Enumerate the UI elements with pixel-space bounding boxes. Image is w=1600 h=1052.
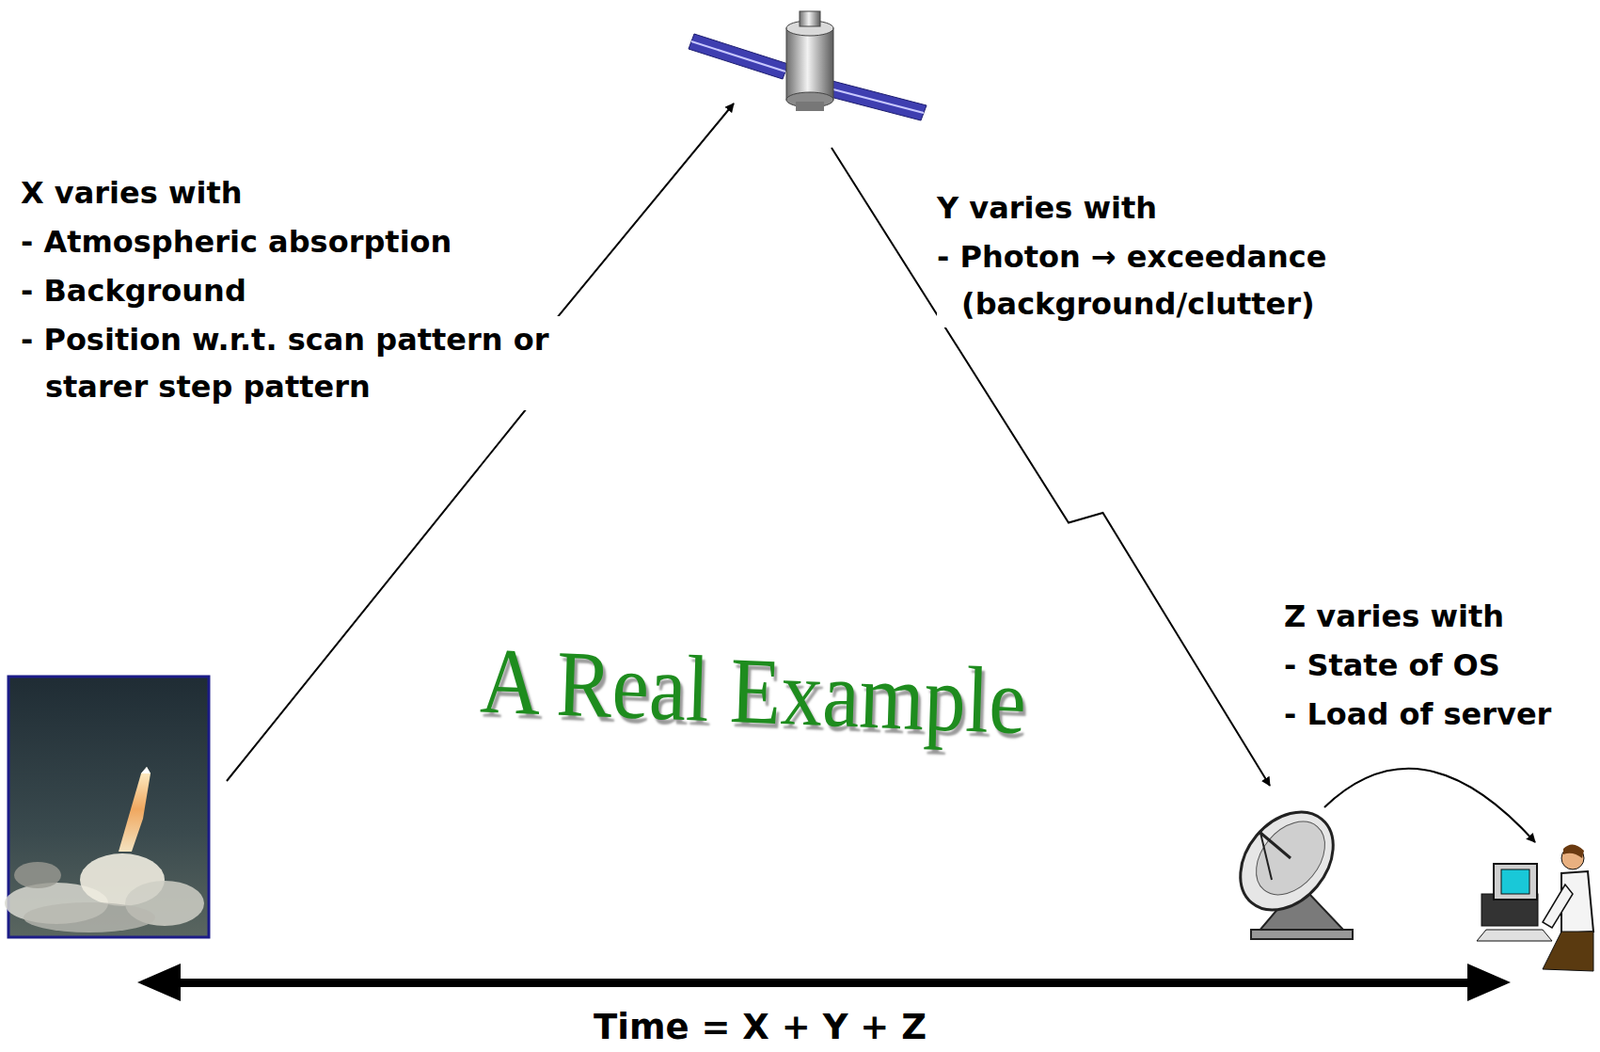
satellite: [688, 11, 927, 121]
factor-item: - Position w.r.t. scan pattern or starer…: [20, 316, 648, 411]
rocket-photo: [4, 676, 209, 937]
factor-item: - State of OS: [1283, 641, 1501, 689]
factor-item: - Load of server: [1283, 690, 1552, 738]
factor-item: - Photon → exceedance (background/clutte…: [936, 233, 1489, 328]
time-equation: Time = X + Y + Z: [593, 1006, 927, 1048]
computer-operator: [1476, 843, 1594, 971]
factor-heading: X varies with: [20, 169, 243, 217]
factor-heading: Z varies with: [1283, 592, 1505, 640]
factor-item: - Background: [20, 267, 247, 315]
slide-title: A Real Example: [478, 626, 1029, 756]
factor-heading: Y varies with: [936, 184, 1157, 232]
dish-antenna: [1221, 793, 1353, 939]
factor-item: - Atmospheric absorption: [20, 218, 452, 266]
time-axis: [137, 963, 1511, 1001]
